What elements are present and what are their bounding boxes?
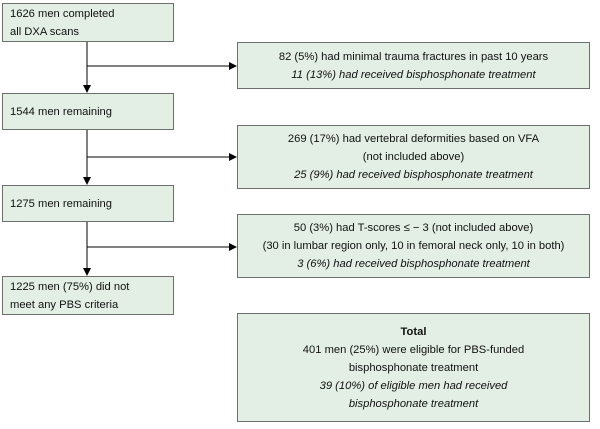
box-line: 1275 men remaining (10, 197, 112, 210)
box-vertebral-deformities: 269 (17%) had vertebral deformities base… (237, 125, 590, 189)
box-line: 1544 men remaining (10, 105, 112, 118)
box-t-scores: 50 (3%) had T-scores ≤ − 3 (not included… (237, 214, 590, 278)
box-1275-remaining: 1275 men remaining (2, 185, 174, 222)
box-1544-remaining: 1544 men remaining (2, 93, 174, 130)
box-total: Total 401 men (25%) were eligible for PB… (237, 313, 590, 422)
box-line: meet any PBS criteria (10, 298, 119, 311)
box-line: 1225 men (75%) did not (10, 280, 130, 293)
box-line-italic: 11 (13%) had received bisphosphonate tre… (291, 68, 536, 81)
box-line: 1626 men completed (10, 7, 115, 20)
box-line: bisphosphonate treatment (348, 361, 479, 374)
box-line-italic: bisphosphonate treatment (348, 397, 479, 410)
box-minimal-trauma-fractures: 82 (5%) had minimal trauma fractures in … (237, 42, 590, 89)
box-line-italic: 25 (9%) had received bisphosphonate trea… (294, 169, 533, 181)
total-title: Total (400, 325, 427, 338)
box-line: (30 in lumbar region only, 10 in femoral… (262, 240, 565, 252)
box-line: 50 (3%) had T-scores ≤ − 3 (not included… (293, 222, 534, 234)
box-line: 269 (17%) had vertebral deformities base… (287, 133, 540, 145)
box-line: (not included above) (362, 151, 465, 163)
box-line: all DXA scans (10, 25, 80, 38)
box-line: 401 men (25%) were eligible for PBS-fund… (302, 343, 525, 356)
box-no-pbs-criteria: 1225 men (75%) did not meet any PBS crit… (2, 276, 174, 315)
box-line: 82 (5%) had minimal trauma fractures in … (278, 50, 549, 63)
box-line-italic: 3 (6%) had received bisphosphonate treat… (297, 258, 530, 270)
box-line-italic: 39 (10%) of eligible men had received (319, 379, 508, 392)
box-all-dxa-scans: 1626 men completed all DXA scans (2, 3, 174, 42)
